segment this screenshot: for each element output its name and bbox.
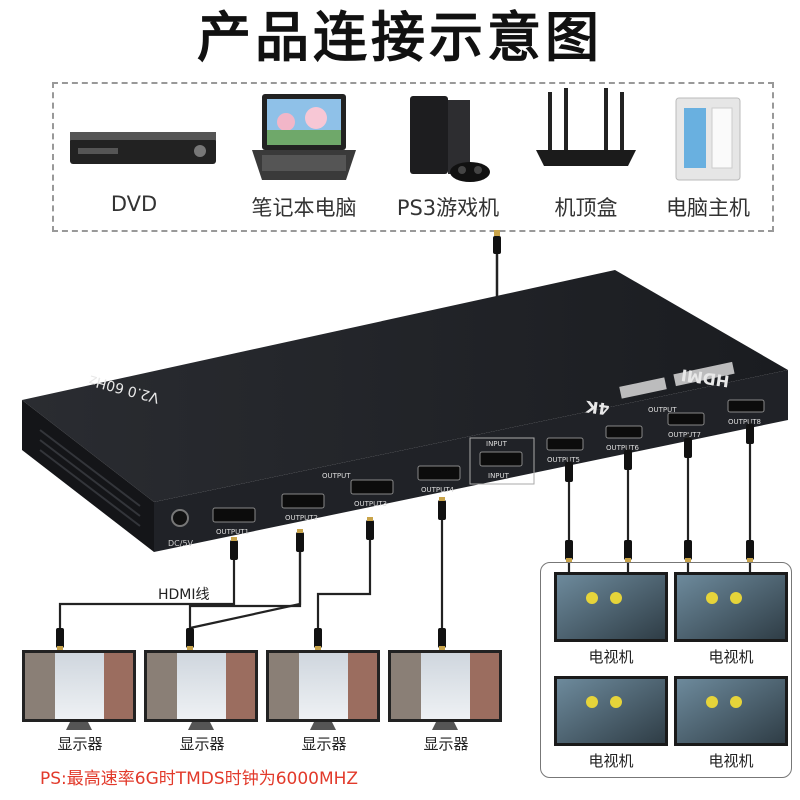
- source-label-ps3: PS3游戏机: [396, 196, 500, 220]
- tv-4: [674, 676, 788, 746]
- source-label-desktop: 电脑主机: [666, 196, 750, 220]
- tv-label-1: 电视机: [588, 648, 634, 666]
- monitor-label-2: 显示器: [179, 735, 225, 753]
- tv-2: [674, 572, 788, 642]
- desktop-tower-icon: [675, 97, 741, 181]
- monitor-label-3: 显示器: [301, 735, 347, 753]
- output-port-label-1: OUTPUT1: [216, 528, 249, 536]
- input-group-label: INPUT: [486, 440, 508, 448]
- output-group-label-right: OUTPUT: [648, 406, 677, 414]
- output-port-label-5: OUTPUT5: [547, 456, 580, 464]
- router-icon: [536, 88, 636, 166]
- source-label-dvd: DVD: [110, 192, 158, 216]
- dvd-player-icon: [70, 132, 216, 164]
- tv-label-4: 电视机: [708, 752, 754, 770]
- output-port-label-3: OUTPUT3: [354, 500, 387, 508]
- monitor-3: [266, 650, 380, 730]
- game-console-icon: [410, 96, 490, 182]
- monitor-label-4: 显示器: [423, 735, 469, 753]
- output-port-label-8: OUTPUT8: [728, 418, 761, 426]
- monitor-4: [388, 650, 502, 730]
- output-ports-right: [546, 399, 765, 451]
- source-devices-box: [52, 82, 774, 232]
- tv-1: [554, 572, 668, 642]
- spec-note: PS:最高速率6G时TMDS时钟为6000MHZ: [40, 769, 359, 789]
- output-group-label-left: OUTPUT: [322, 472, 351, 480]
- source-label-laptop: 笔记本电脑: [251, 196, 357, 220]
- cable-label: HDMI线: [158, 587, 210, 603]
- tv-cable-connectors: [565, 424, 754, 562]
- power-label: DC/5V: [168, 539, 194, 548]
- output-port-label-6: OUTPUT6: [606, 444, 640, 452]
- monitor-2: [144, 650, 258, 730]
- monitor-label-1: 显示器: [57, 735, 103, 753]
- input-port-label: INPUT: [488, 472, 510, 480]
- tv-3: [554, 676, 668, 746]
- monitor-1: [22, 650, 136, 730]
- monitor-cables: [58, 500, 444, 630]
- source-label-settop: 机顶盒: [554, 196, 618, 220]
- output-ports-left: [212, 465, 461, 523]
- tv-label-3: 电视机: [588, 752, 634, 770]
- output-port-label-2: OUTPUT2: [285, 514, 318, 522]
- laptop-icon: [252, 94, 356, 180]
- page-title: 产品连接示意图: [197, 6, 603, 69]
- output-port-label-7: OUTPUT7: [668, 431, 701, 439]
- device-resolution-badge: 4K: [584, 397, 611, 419]
- output-port-label-4: OUTPUT4: [421, 486, 455, 494]
- input-port: [469, 437, 535, 485]
- tv-label-2: 电视机: [708, 648, 754, 666]
- monitor-cable-connectors: [56, 497, 446, 650]
- tv-group-box: [540, 562, 792, 778]
